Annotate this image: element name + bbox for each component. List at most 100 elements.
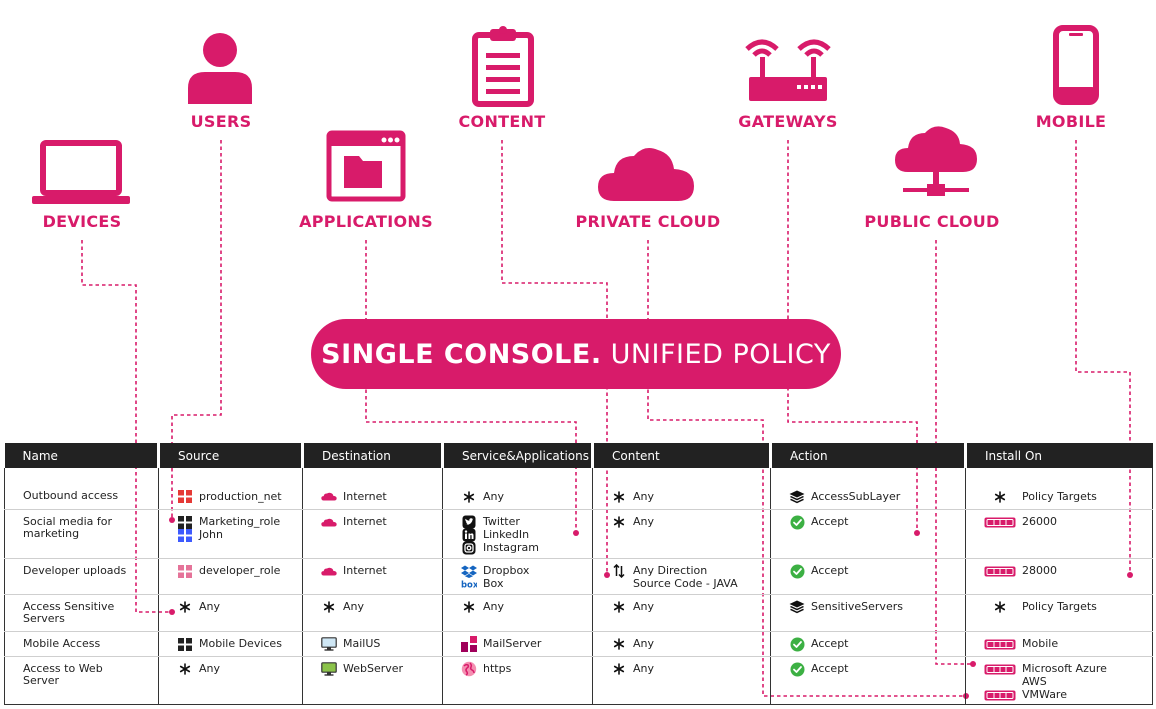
- cell-content[interactable]: Any: [592, 468, 771, 510]
- cell-name[interactable]: Outbound access: [4, 468, 159, 510]
- destination-entry[interactable]: WebServer: [321, 662, 438, 677]
- column-header-service[interactable]: Service&Applications: [441, 443, 593, 468]
- destination-entry[interactable]: MailUS: [321, 637, 438, 652]
- cell-service[interactable]: MailServer: [442, 631, 593, 657]
- cell-action[interactable]: Accept: [770, 558, 966, 595]
- content-entry[interactable]: Any: [611, 490, 766, 503]
- service-entry[interactable]: Instagram: [461, 541, 588, 555]
- cell-install-on[interactable]: 26000: [965, 509, 1153, 559]
- service-entry[interactable]: Dropbox: [461, 565, 588, 578]
- install-on-entry[interactable]: 28000: [984, 565, 1148, 578]
- content-entry[interactable]: Source Code - JAVA: [611, 578, 766, 591]
- action-entry[interactable]: AccessSubLayer: [789, 490, 961, 503]
- cell-action[interactable]: Accept: [770, 509, 966, 559]
- source-entry[interactable]: production_net: [177, 490, 298, 503]
- cell-service[interactable]: Any: [442, 594, 593, 632]
- destination-entry[interactable]: Internet: [321, 516, 438, 529]
- linkedin-icon: [461, 528, 477, 542]
- column-header-source[interactable]: Source: [157, 443, 303, 468]
- install-on-entry[interactable]: Policy Targets: [984, 601, 1148, 614]
- install-on-entry[interactable]: Mobile: [984, 638, 1148, 651]
- service-entry[interactable]: Any: [461, 490, 588, 503]
- destination-entry[interactable]: Any: [321, 601, 438, 614]
- cell-source[interactable]: Any: [158, 594, 303, 632]
- cell-install-on[interactable]: Mobile: [965, 631, 1153, 657]
- policy-row[interactable]: Mobile Access Mobile Devices MailUS MailSer…: [4, 631, 1153, 657]
- install-on-entry[interactable]: AWS: [984, 676, 1148, 689]
- action-entry[interactable]: Accept: [789, 637, 961, 652]
- cell-content[interactable]: Any: [592, 631, 771, 657]
- column-header-destination[interactable]: Destination: [301, 443, 443, 468]
- cell-content[interactable]: Any: [592, 509, 771, 559]
- install-on-entry[interactable]: 26000: [984, 516, 1148, 529]
- content-entry[interactable]: Any: [611, 638, 766, 651]
- service-entry[interactable]: Twitter: [461, 515, 588, 529]
- content-entry[interactable]: Any Direction: [611, 564, 766, 579]
- column-header-install-on[interactable]: Install On: [964, 443, 1153, 468]
- cell-service[interactable]: Any: [442, 468, 593, 510]
- column-header-action[interactable]: Action: [769, 443, 966, 468]
- source-entry[interactable]: developer_role: [177, 564, 298, 578]
- cell-action[interactable]: Accept: [770, 631, 966, 657]
- content-entry[interactable]: Any: [611, 663, 766, 676]
- service-entry[interactable]: MailServer: [461, 636, 588, 653]
- cell-source[interactable]: Any: [158, 656, 303, 706]
- cell-destination[interactable]: MailUS: [302, 631, 443, 657]
- cell-service[interactable]: https: [442, 656, 593, 706]
- cell-destination[interactable]: Internet: [302, 468, 443, 510]
- source-entry[interactable]: Marketing_role: [177, 515, 298, 529]
- service-entry[interactable]: LinkedIn: [461, 528, 588, 542]
- cell-install-on[interactable]: 28000: [965, 558, 1153, 595]
- cell-destination[interactable]: Internet: [302, 558, 443, 595]
- source-entry[interactable]: Mobile Devices: [177, 637, 298, 651]
- cell-content[interactable]: Any: [592, 656, 771, 706]
- cell-name[interactable]: Mobile Access: [4, 631, 159, 657]
- service-entry[interactable]: https: [461, 662, 588, 677]
- cell-destination[interactable]: WebServer: [302, 656, 443, 706]
- cell-destination[interactable]: Internet: [302, 509, 443, 559]
- source-entry[interactable]: Any: [177, 601, 298, 614]
- action-entry[interactable]: Accept: [789, 662, 961, 677]
- column-header-name[interactable]: Name: [4, 443, 159, 468]
- cell-destination[interactable]: Any: [302, 594, 443, 632]
- policy-row[interactable]: Outbound access production_net Internet Any…: [4, 468, 1153, 510]
- source-entry[interactable]: Any: [177, 663, 298, 676]
- cell-install-on[interactable]: Policy Targets: [965, 594, 1153, 632]
- install-on-entry[interactable]: Policy Targets: [984, 490, 1148, 503]
- asterisk-icon: [177, 601, 193, 614]
- cell-action[interactable]: AccessSubLayer: [770, 468, 966, 510]
- column-header-content[interactable]: Content: [591, 443, 771, 468]
- install-on-entry[interactable]: Microsoft Azure: [984, 663, 1148, 676]
- content-entry[interactable]: Any: [611, 601, 766, 614]
- cell-content[interactable]: Any: [592, 594, 771, 632]
- install-on-entry[interactable]: VMWare: [984, 689, 1148, 702]
- cell-install-on[interactable]: Policy Targets: [965, 468, 1153, 510]
- cell-source[interactable]: production_net: [158, 468, 303, 510]
- cell-name[interactable]: Developer uploads: [4, 558, 159, 595]
- destination-entry[interactable]: Internet: [321, 490, 438, 503]
- destination-entry[interactable]: Internet: [321, 565, 438, 578]
- content-entry[interactable]: Any: [611, 516, 766, 529]
- action-entry[interactable]: SensitiveServers: [789, 600, 961, 614]
- action-entry[interactable]: Accept: [789, 564, 961, 579]
- cell-source[interactable]: Mobile Devices: [158, 631, 303, 657]
- cell-action[interactable]: SensitiveServers: [770, 594, 966, 632]
- cell-action[interactable]: Accept: [770, 656, 966, 706]
- policy-row[interactable]: Developer uploads developer_role Internet D…: [4, 558, 1153, 595]
- cell-source[interactable]: developer_role: [158, 558, 303, 595]
- source-entry[interactable]: John: [177, 528, 298, 542]
- action-entry[interactable]: Accept: [789, 515, 961, 530]
- service-entry[interactable]: Any: [461, 601, 588, 614]
